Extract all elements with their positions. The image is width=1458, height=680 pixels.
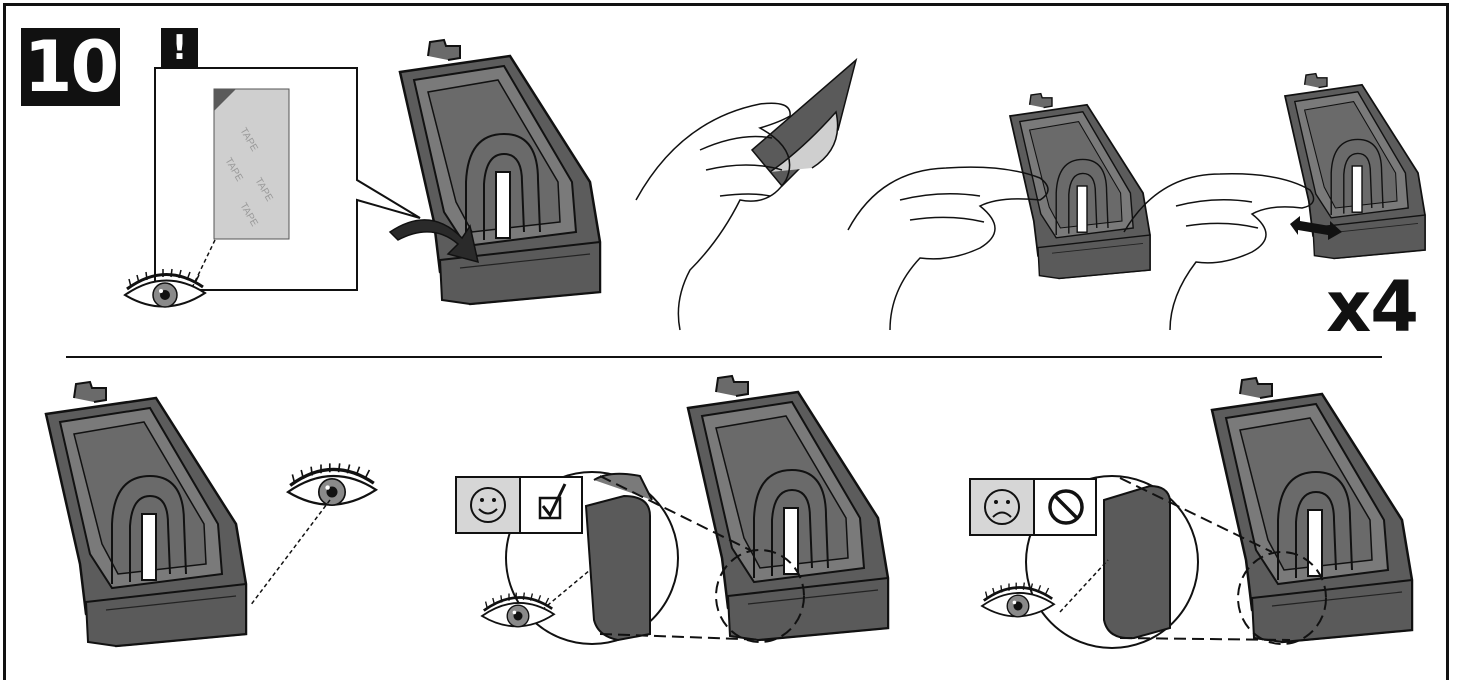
- step-number-badge: 10: [21, 28, 120, 106]
- double-arrow-icon: [1290, 216, 1342, 240]
- smiley-icon: [457, 478, 521, 532]
- diagram-frame: [3, 3, 1449, 680]
- hand-icon: [635, 102, 791, 331]
- hand-icon: [1123, 173, 1315, 331]
- holder-part: [1210, 376, 1414, 644]
- frown-icon: [971, 480, 1035, 534]
- holder-part: [44, 380, 248, 648]
- hand-icon: [847, 166, 1049, 331]
- eye-icon: [286, 461, 378, 507]
- tape-callout: TAPE TAPE TAPE TAPE: [154, 67, 421, 293]
- checkbox-checked-icon: [521, 478, 583, 532]
- curved-arrow-icon: [388, 219, 480, 264]
- holder-part: [1009, 92, 1151, 280]
- hand-pressing-tape: [847, 166, 1049, 331]
- hand-peeling-tape: [635, 57, 858, 331]
- bad-result-panel: [969, 478, 1097, 536]
- hand-sliding-along-edge: [1123, 173, 1315, 331]
- warning-badge: !: [161, 28, 198, 68]
- holder-part: [398, 38, 602, 306]
- good-result-panel: [455, 476, 583, 534]
- prohibited-icon: [1035, 480, 1097, 534]
- quantity-multiplier: x4: [1326, 266, 1419, 348]
- holder-part: [686, 374, 890, 642]
